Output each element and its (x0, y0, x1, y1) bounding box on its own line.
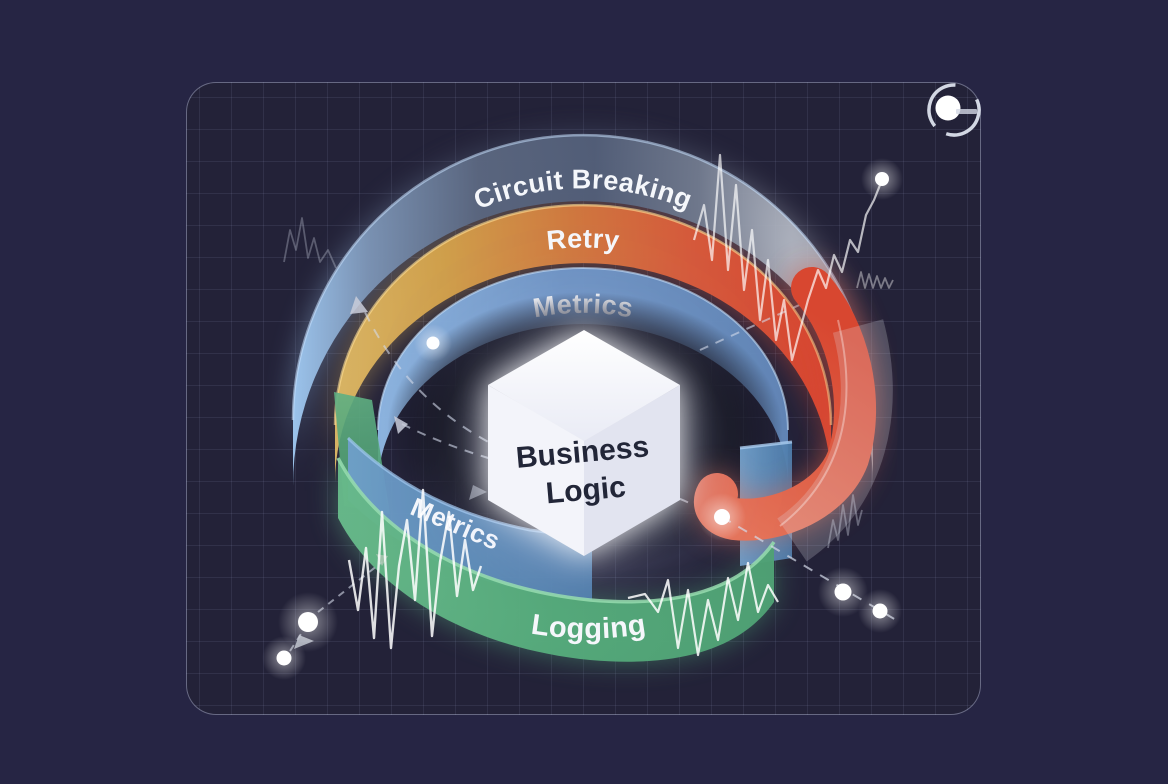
glow-dot (262, 636, 306, 680)
glow-dot (818, 567, 868, 617)
label-logging: Logging (529, 609, 648, 646)
waveform-green-left (347, 488, 483, 650)
ring-logging: Logging (336, 457, 776, 662)
waveform-top-right (692, 153, 884, 362)
core-cube: Business Logic (488, 330, 680, 556)
glow-dot (278, 592, 338, 652)
glow-dot (858, 589, 902, 633)
circle-dot-logo-icon (927, 83, 981, 137)
waveform-green-right (627, 561, 779, 657)
orbit-dashed-front (721, 516, 897, 621)
waveform-mid-right-gray (827, 494, 863, 549)
glow-dot (698, 493, 746, 541)
waveform-right-small (856, 271, 894, 289)
waveform-decorations (283, 153, 894, 657)
orbit-dot-left (414, 324, 452, 362)
circuit-breaking-sheen (776, 319, 893, 562)
glow-dots (262, 158, 903, 680)
waveform-left-top (283, 217, 337, 269)
ring-circuit-breaking (291, 133, 875, 486)
core-label-line2: Logic (545, 470, 628, 510)
glow-dot (861, 158, 903, 200)
